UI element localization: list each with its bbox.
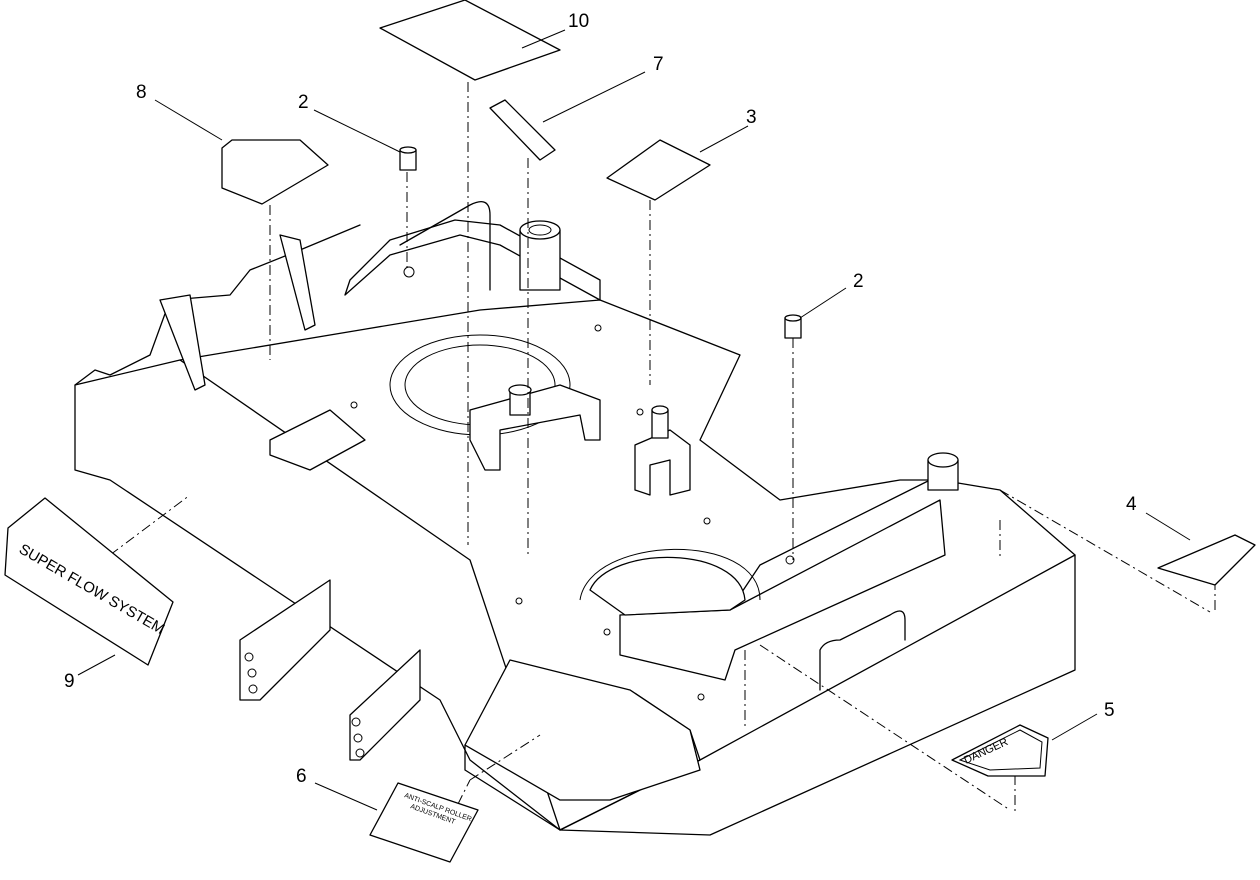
- deck-front-trough-edge: [464, 744, 561, 831]
- decal-8: [221, 139, 329, 205]
- idler-pulley-top: [508, 384, 532, 396]
- deck-holes: [244, 266, 795, 758]
- anti-scalp-bracket-left: [239, 579, 331, 701]
- callout-7: 7: [653, 54, 664, 75]
- center-spindle-tube: [519, 229, 561, 291]
- callout-3: 3: [746, 107, 757, 128]
- decal-3: [606, 139, 711, 201]
- front-handle: [819, 610, 906, 691]
- callout-4: 4: [1126, 494, 1137, 515]
- bushing-2a: [399, 146, 417, 171]
- callout-6: 6: [296, 766, 307, 787]
- idler-bracket: [469, 384, 601, 471]
- callout-9: 9: [64, 671, 75, 692]
- decal-10: [379, 0, 561, 81]
- callout-10: 10: [568, 11, 589, 32]
- callout-leaders: [77, 29, 1191, 811]
- anti-scalp-bracket-right: [349, 649, 421, 761]
- rear-handle: [399, 201, 491, 291]
- front-tab-right: [279, 234, 316, 331]
- deck-rear-wall: [344, 219, 601, 301]
- center-spindle-bore: [528, 224, 552, 236]
- decal-6-anti-scalp: ANTI-SCALP ROLLER ADJUSTMENT: [369, 782, 479, 863]
- spring-post-top: [651, 405, 669, 415]
- right-pivot-top: [927, 452, 959, 468]
- callout-5: 5: [1104, 700, 1115, 721]
- decal-9-super-flow: SUPER FLOW SYSTEM: [4, 497, 174, 666]
- callout-labels: 10 7 8 2 3 2 4 9 5 6: [64, 11, 1137, 787]
- decal-5-danger: DANGER: [951, 724, 1049, 777]
- alignment-lines: [109, 82, 1216, 841]
- spring-bracket: [634, 429, 691, 496]
- decal-4: [1157, 534, 1256, 586]
- deck-front-edge: [74, 224, 361, 386]
- deck-front-trough: [464, 659, 701, 801]
- deck-top-outline: [179, 299, 1076, 556]
- mower-deck: [74, 201, 1076, 836]
- deck-baffle-right: [619, 499, 946, 681]
- bushing-2b: [784, 314, 802, 339]
- decal-7: [489, 99, 556, 161]
- callout-2-top: 2: [298, 92, 309, 113]
- right-spindle-opening: [589, 556, 746, 616]
- callout-8: 8: [136, 82, 147, 103]
- callout-2-right: 2: [853, 271, 864, 292]
- mount-bracket-left: [269, 409, 366, 471]
- front-tab-left: [159, 294, 206, 391]
- right-spindle-ring: [579, 548, 761, 601]
